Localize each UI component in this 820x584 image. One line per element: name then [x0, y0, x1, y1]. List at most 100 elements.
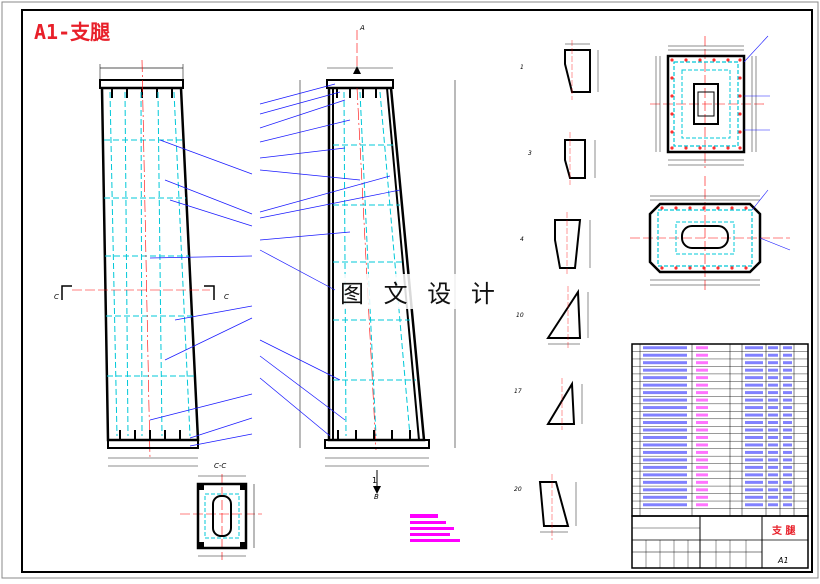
parts-table-entry	[768, 428, 778, 432]
section-view	[180, 474, 262, 560]
parts-table-entry	[696, 383, 708, 387]
parts-table-entry	[696, 413, 708, 417]
detail-label-3: 3	[528, 150, 532, 157]
parts-table-entry	[745, 473, 763, 477]
parts-table-entry	[783, 368, 792, 372]
parts-table-entry	[768, 383, 778, 387]
parts-table-entry	[745, 398, 763, 402]
parts-table-entry	[696, 391, 708, 395]
parts-table-entry	[783, 361, 792, 365]
parts-table-entry	[745, 450, 763, 454]
parts-table-entry	[783, 391, 792, 395]
detail-label-4: 4	[520, 236, 524, 243]
parts-table-entry	[783, 353, 792, 357]
parts-table-entry	[643, 361, 687, 365]
parts-table-entry	[643, 428, 687, 432]
view-arrow-mid: 1	[372, 476, 378, 485]
parts-table-entry	[783, 383, 792, 387]
title-block	[631, 515, 809, 569]
parts-table-entry	[643, 376, 687, 380]
parts-table-entry	[768, 503, 778, 507]
parts-table-entry	[643, 346, 687, 350]
parts-table-entry	[768, 368, 778, 372]
title-block-name: 支 腿	[772, 526, 796, 537]
parts-table-entry	[783, 428, 792, 432]
parts-table-entry	[696, 488, 708, 492]
parts-table-entry	[745, 346, 763, 350]
parts-table-entry	[768, 473, 778, 477]
parts-table-entry	[783, 450, 792, 454]
parts-table-entry	[643, 435, 687, 439]
parts-table-entry	[783, 465, 792, 469]
parts-table-entry	[643, 398, 687, 402]
parts-table-entry	[783, 495, 792, 499]
parts-table-entry	[696, 465, 708, 469]
sheet-inner-border	[21, 9, 813, 573]
parts-table-entry	[745, 495, 763, 499]
parts-table-entry	[643, 465, 687, 469]
detail-label-1: 1	[520, 64, 524, 71]
parts-table-entry	[783, 421, 792, 425]
parts-table-entry	[643, 383, 687, 387]
side-view	[299, 30, 456, 494]
plan-view-bottom	[630, 176, 791, 292]
parts-table-entry	[745, 488, 763, 492]
parts-table-entry	[768, 398, 778, 402]
parts-table-entry	[643, 421, 687, 425]
view-arrow-b: B	[374, 493, 379, 501]
parts-table-entry	[643, 450, 687, 454]
parts-table-entry	[768, 450, 778, 454]
parts-table-entry	[696, 480, 708, 484]
parts-table-entry	[696, 346, 708, 350]
parts-table-entry	[768, 413, 778, 417]
parts-table-entry	[745, 428, 763, 432]
detail-label-17: 17	[514, 388, 522, 395]
parts-table-entry	[745, 413, 763, 417]
parts-table-entry	[783, 413, 792, 417]
parts-table-entry	[768, 391, 778, 395]
parts-table-entry	[745, 503, 763, 507]
parts-table-entry	[768, 458, 778, 462]
parts-table-entry	[696, 450, 708, 454]
parts-table-entry	[783, 435, 792, 439]
parts-table-entry	[745, 421, 763, 425]
parts-table-entry	[643, 413, 687, 417]
sheet-size: A1	[778, 556, 789, 565]
parts-table-entry	[783, 398, 792, 402]
parts-table-entry	[643, 488, 687, 492]
parts-table-entry	[745, 443, 763, 447]
parts-table-entry	[768, 465, 778, 469]
parts-table-entry	[783, 346, 792, 350]
parts-table-entry	[745, 465, 763, 469]
parts-table-entry	[745, 480, 763, 484]
parts-table-entry	[768, 346, 778, 350]
parts-table-entry	[696, 495, 708, 499]
parts-table-entry	[643, 406, 687, 410]
parts-table-entry	[783, 406, 792, 410]
parts-table-entry	[745, 458, 763, 462]
section-view-label: C-C	[214, 462, 227, 470]
parts-table-entry	[643, 495, 687, 499]
parts-table-entry	[783, 503, 792, 507]
parts-table-entry	[783, 458, 792, 462]
parts-table-entry	[768, 495, 778, 499]
parts-table-entry	[768, 435, 778, 439]
plan-view-top	[650, 35, 770, 168]
detail-label-10: 10	[516, 312, 524, 319]
detail-label-20: 20	[514, 486, 522, 493]
parts-table-entry	[768, 353, 778, 357]
parts-table-entry	[643, 353, 687, 357]
parts-table-entry	[696, 443, 708, 447]
parts-table-entry	[745, 383, 763, 387]
note-block	[410, 514, 460, 542]
parts-table-entry	[768, 480, 778, 484]
front-view	[61, 59, 215, 467]
parts-table-entry	[745, 368, 763, 372]
parts-table-entry	[696, 406, 708, 410]
parts-table-entry	[783, 488, 792, 492]
parts-table-entry	[768, 421, 778, 425]
drawing-title: A1-支腿	[34, 20, 111, 44]
